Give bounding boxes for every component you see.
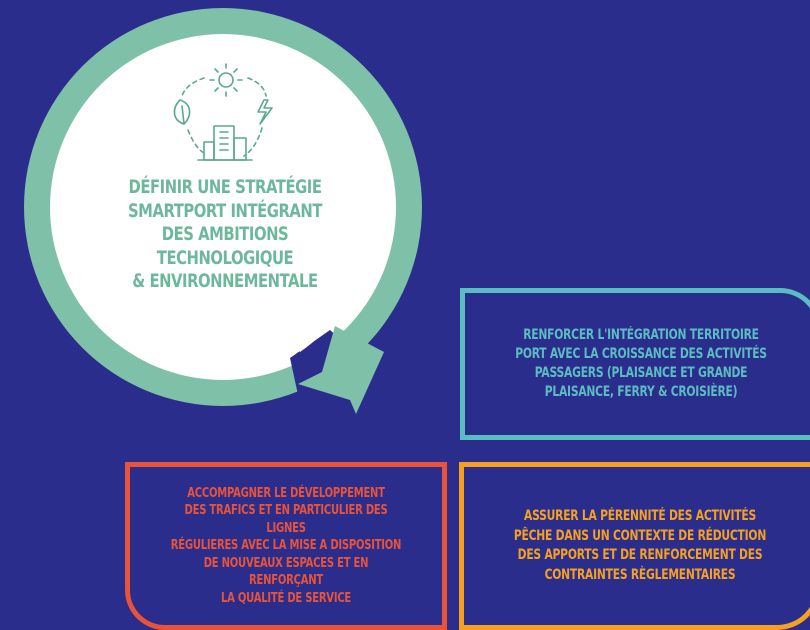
- fishing-activities-text: ASSURER LA PÉRENNITÉ DES ACTIVITÉS PÊCHE…: [513, 508, 767, 583]
- traffic-development-box: ACCOMPAGNER LE DÉVELOPPEMENT DES TRAFICS…: [125, 462, 447, 630]
- traffic-development-text: ACCOMPAGNER LE DÉVELOPPEMENT DES TRAFICS…: [170, 484, 402, 606]
- passenger-activities-text: RENFORCER L'INTÉGRATION TERRITOIRE PORT …: [515, 327, 767, 400]
- leaf-icon: [173, 99, 191, 125]
- circle-title: DÉFINIR UNE STRATÉGIE SMARTPORT INTÉGRAN…: [127, 176, 323, 292]
- building-icon: [197, 125, 253, 161]
- strategy-circle: [50, 34, 396, 380]
- lightning-icon: [257, 99, 273, 125]
- fishing-activities-box: ASSURER LA PÉRENNITÉ DES ACTIVITÉS PÊCHE…: [459, 462, 810, 630]
- passenger-activities-box: RENFORCER L'INTÉGRATION TERRITOIRE PORT …: [460, 288, 810, 440]
- sun-icon: [209, 63, 243, 97]
